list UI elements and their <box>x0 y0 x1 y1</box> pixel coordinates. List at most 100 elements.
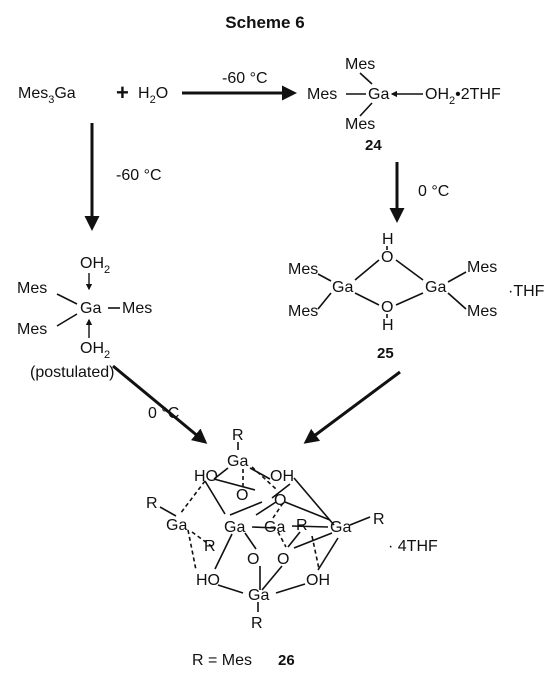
oxygen-atom: O <box>274 492 286 509</box>
hydrogen-atom: H <box>382 317 394 334</box>
mes-label: Mes <box>467 303 497 320</box>
bond <box>293 532 333 549</box>
water-ligand: OH2 <box>80 255 110 276</box>
condition-top: -60 °C <box>222 70 268 87</box>
ga-atom: Ga <box>368 86 389 103</box>
dative-bond <box>191 531 215 549</box>
scheme-title: Scheme 6 <box>225 13 304 32</box>
hydroxyl-group: HO <box>196 572 220 589</box>
hydroxyl-group: OH <box>270 468 294 485</box>
r-group: R <box>232 427 244 444</box>
condition-right: 0 °C <box>418 183 449 200</box>
mes-label: Mes <box>288 261 318 278</box>
mes-label: Mes <box>288 303 318 320</box>
bond <box>395 292 424 306</box>
bond <box>359 102 373 117</box>
r-group: R <box>373 511 385 528</box>
r-group: R <box>204 538 216 555</box>
ga-atom: Ga <box>425 279 446 296</box>
ga-atom: Ga <box>248 587 269 604</box>
compound-number: 24 <box>365 137 382 154</box>
bond <box>204 480 226 515</box>
ga-atom: Ga <box>80 300 101 317</box>
oxygen-atom: O <box>236 487 248 504</box>
mes-label: Mes <box>17 280 47 297</box>
ga-atom: Ga <box>224 519 245 536</box>
water-ligand: OH2 <box>80 340 110 361</box>
oxygen-atom: O <box>277 551 289 568</box>
r-group: R <box>296 517 308 534</box>
hydroxyl-group: HO <box>194 468 218 485</box>
dative-bond <box>187 529 197 571</box>
ligand-label: OH2•2THF <box>425 86 501 107</box>
bond <box>271 483 291 499</box>
oxygen-atom: O <box>247 551 259 568</box>
r-group-legend: R = Mes <box>192 652 252 669</box>
dative-bond <box>251 466 277 490</box>
ga-atom: Ga <box>227 453 248 470</box>
dative-bond <box>277 531 287 548</box>
bond <box>317 273 332 282</box>
bond <box>447 271 467 283</box>
bond <box>395 259 424 281</box>
solvate-label: ·THF <box>508 283 545 300</box>
bond <box>255 501 277 516</box>
mes-label: Mes <box>307 86 337 103</box>
bond <box>349 516 371 526</box>
r-group: R <box>146 495 158 512</box>
bond <box>317 292 332 310</box>
solvate-label: · 4THF <box>388 538 438 555</box>
dative-bond <box>272 502 284 519</box>
compound-number: 25 <box>377 345 394 362</box>
compound-24: Mes Mes Mes Ga OH2•2THF 24 <box>307 56 501 154</box>
bond <box>261 565 283 591</box>
bond <box>354 292 380 306</box>
bond <box>291 525 329 528</box>
compound-25: H O O H Ga Ga Mes Mes Mes Mes ·THF 25 <box>288 231 545 362</box>
condition-left: -60 °C <box>116 167 162 184</box>
reactant-water: H2O <box>138 85 168 106</box>
ga-atom: Ga <box>332 279 353 296</box>
oxygen-atom: O <box>381 249 393 266</box>
dative-bond <box>311 535 320 570</box>
bond <box>244 532 257 550</box>
arrow-25-to-26 <box>303 370 401 444</box>
bond <box>217 584 244 594</box>
compound-number: 26 <box>278 652 295 669</box>
bond <box>359 72 373 85</box>
mes-label: Mes <box>345 116 375 133</box>
bond <box>293 477 335 526</box>
arrow-postulated-to-26 <box>112 364 208 444</box>
ga-atom: Ga <box>166 517 187 534</box>
condition-bottom-left: 0 °C <box>148 405 179 422</box>
bond <box>447 292 467 310</box>
mes-label: Mes <box>467 259 497 276</box>
reactants: Mes3Ga + H2O <box>18 80 168 106</box>
bond <box>354 259 380 281</box>
dative-bond <box>179 480 206 515</box>
bond <box>284 501 331 521</box>
bond <box>213 478 256 491</box>
oxygen-atom: O <box>381 299 393 316</box>
r-group: R <box>251 615 263 632</box>
ga-atom: Ga <box>264 519 285 536</box>
mes-label: Mes <box>122 300 152 317</box>
mes-label: Mes <box>345 56 375 73</box>
hydrogen-atom: H <box>382 231 394 248</box>
bond <box>159 506 177 517</box>
bond <box>214 533 233 570</box>
reactant-mes3ga: Mes3Ga <box>18 85 76 106</box>
bond <box>213 467 229 480</box>
hydroxyl-group: OH <box>306 572 330 589</box>
bond <box>287 531 301 548</box>
bond <box>229 501 263 516</box>
mes-label: Mes <box>17 321 47 338</box>
postulated-caption: (postulated) <box>30 364 115 381</box>
bond <box>56 313 78 327</box>
bond <box>251 526 277 529</box>
compound-26: R Ga HO OH O O R Ga Ga Ga R Ga R R O O H… <box>146 427 438 669</box>
plus-sign: + <box>116 80 129 105</box>
postulated-intermediate: OH2 Mes Ga Mes Mes OH2 (postulated) <box>17 255 152 381</box>
bond <box>275 583 306 594</box>
